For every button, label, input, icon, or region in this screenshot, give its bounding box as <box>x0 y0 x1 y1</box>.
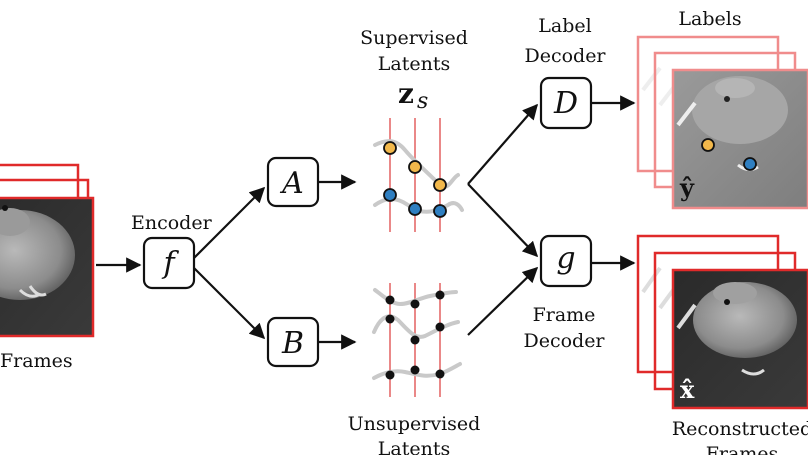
z-subscript: s <box>417 89 428 114</box>
unsupervised-dot <box>410 335 420 345</box>
unsupervised-dot <box>410 299 420 309</box>
unsupervised-dot <box>410 365 420 375</box>
reconstructed-label-line1: Reconstructed <box>672 418 808 440</box>
frames-label: Frames <box>0 350 73 372</box>
encoder-label: Encoder <box>131 212 213 234</box>
input-frames-stack <box>0 163 95 338</box>
supervised-dot-yellow <box>433 178 447 192</box>
supervised-dot-yellow <box>408 160 422 174</box>
frame-decoder-label-line1: Frame <box>533 304 596 326</box>
z-symbol: z <box>398 77 414 110</box>
supervised-dot-blue <box>433 204 447 218</box>
label-decoder-label-line1: Label <box>538 15 591 37</box>
reconstructed-label-line2: Frames <box>706 443 779 455</box>
y-hat-symbol: ŷ <box>679 173 695 202</box>
supervised-dot-blue <box>408 202 422 216</box>
module-b-symbol: B <box>281 326 304 361</box>
module-a-symbol: A <box>279 166 304 201</box>
arrow-supervised-to-frame-decoder <box>467 183 539 258</box>
input-frame-front <box>0 196 95 338</box>
unsupervised-label-line1: Unsupervised <box>348 413 481 435</box>
unsupervised-latents-plot <box>372 283 462 397</box>
supervised-label-line1: Supervised <box>360 27 468 49</box>
labels-output-front: ŷ <box>671 68 808 210</box>
supervised-latents-plot <box>373 118 464 232</box>
arrow-unsupervised-to-frame-decoder <box>467 266 539 336</box>
unsupervised-dot <box>385 314 395 324</box>
x-hat-symbol: x̂ <box>680 375 695 404</box>
supervised-label-line2: Latents <box>378 53 450 75</box>
frame-decoder-label-line2: Decoder <box>523 330 605 352</box>
label-keypoint-yellow <box>701 138 715 152</box>
labels-output-stack: ŷ <box>636 35 808 210</box>
arrow-encoder-to-b <box>193 267 266 340</box>
reconstructed-frames-stack: x̂ <box>636 234 808 410</box>
unsupervised-dot <box>435 290 445 300</box>
unsupervised-label-line2: Latents <box>378 438 450 455</box>
supervised-dot-blue <box>383 188 397 202</box>
label-keypoint-blue <box>743 157 757 171</box>
reconstructed-frame-front: x̂ <box>671 268 808 410</box>
unsupervised-dot <box>435 369 445 379</box>
unsupervised-dot <box>385 295 395 305</box>
frame-decoder-symbol: g <box>556 241 575 276</box>
module-a-box: A <box>266 156 320 208</box>
label-decoder-box: D <box>539 76 593 130</box>
frame-decoder-box: g <box>539 234 593 288</box>
unsupervised-dot <box>435 322 445 332</box>
module-b-box: B <box>266 316 320 368</box>
z-s-symbol: z s <box>398 77 428 114</box>
labels-title: Labels <box>678 8 741 30</box>
encoder-box: f <box>142 236 196 290</box>
unsupervised-dot <box>385 370 395 380</box>
label-decoder-label-line2: Decoder <box>524 45 606 67</box>
label-decoder-symbol: D <box>553 86 578 121</box>
supervised-dot-yellow <box>383 141 397 155</box>
arrow-encoder-to-a <box>193 186 266 259</box>
arrow-supervised-to-label-decoder <box>467 103 539 185</box>
